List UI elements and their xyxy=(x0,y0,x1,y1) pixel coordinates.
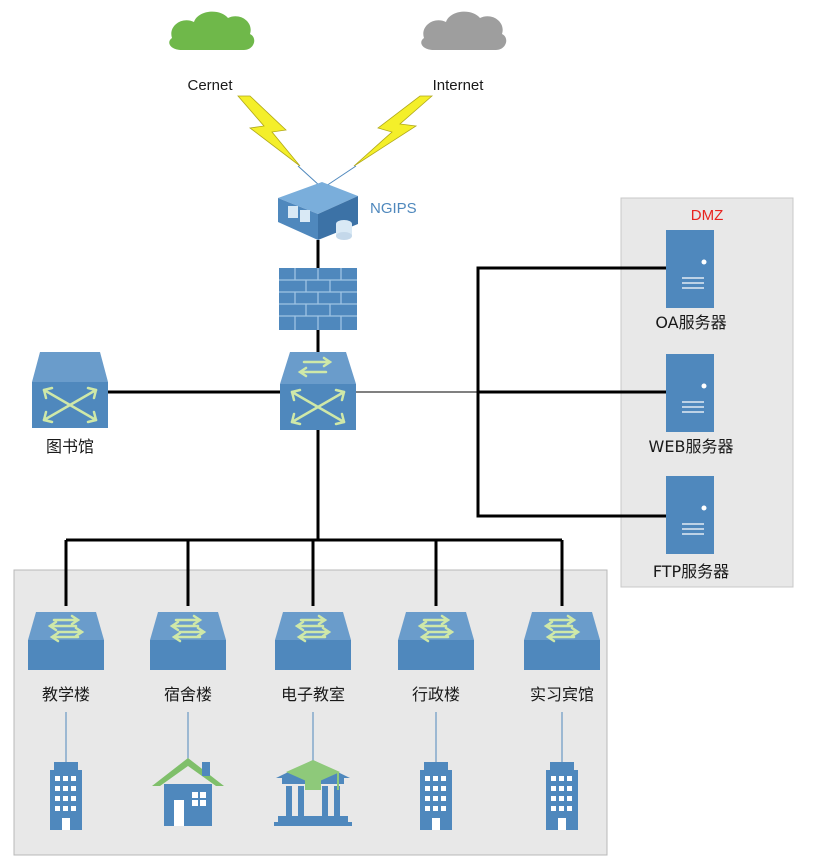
ngips-label: NGIPS xyxy=(370,200,417,217)
dorm-label: 宿舍楼 xyxy=(164,685,212,704)
ftp-server-icon xyxy=(665,475,715,555)
eclass-switch-icon xyxy=(273,610,353,672)
library-label: 图书馆 xyxy=(46,437,94,456)
dorm-house-icon xyxy=(152,758,224,826)
cernet-cloud-icon xyxy=(169,11,255,51)
admin-building-icon xyxy=(420,762,452,830)
eclass-label: 电子教室 xyxy=(281,685,345,704)
admin-switch-icon xyxy=(396,610,476,672)
teaching-building-icon xyxy=(50,762,82,830)
cernet-link-line xyxy=(297,165,321,187)
oa-server-icon xyxy=(665,229,715,309)
oa-server-label: OA服务器 xyxy=(655,313,726,332)
web-server-label: WEB服务器 xyxy=(649,437,734,456)
cernet-link-bolt-icon xyxy=(237,95,301,167)
hotel-building-icon xyxy=(546,762,578,830)
firewall-icon xyxy=(279,268,357,330)
internet-link-bolt-icon xyxy=(353,95,434,167)
hotel-switch-icon xyxy=(522,610,602,672)
teaching-label: 教学楼 xyxy=(42,685,90,704)
library-switch-icon xyxy=(32,352,108,428)
cernet-label: Cernet xyxy=(187,77,233,94)
dorm-switch-icon xyxy=(148,610,228,672)
web-server-icon xyxy=(665,353,715,433)
eclass-building-icon xyxy=(274,760,352,826)
hotel-label: 实习宾馆 xyxy=(530,685,594,704)
internet-link-line xyxy=(325,165,357,187)
internet-label: Internet xyxy=(433,77,485,94)
core-switch-icon xyxy=(280,352,356,430)
admin-label: 行政楼 xyxy=(412,685,460,704)
dmz-title: DMZ xyxy=(691,207,724,224)
teaching-switch-icon xyxy=(26,610,106,672)
internet-cloud-icon xyxy=(421,11,507,51)
ftp-server-label: FTP服务器 xyxy=(653,562,729,581)
ngips-device-icon xyxy=(278,182,358,240)
